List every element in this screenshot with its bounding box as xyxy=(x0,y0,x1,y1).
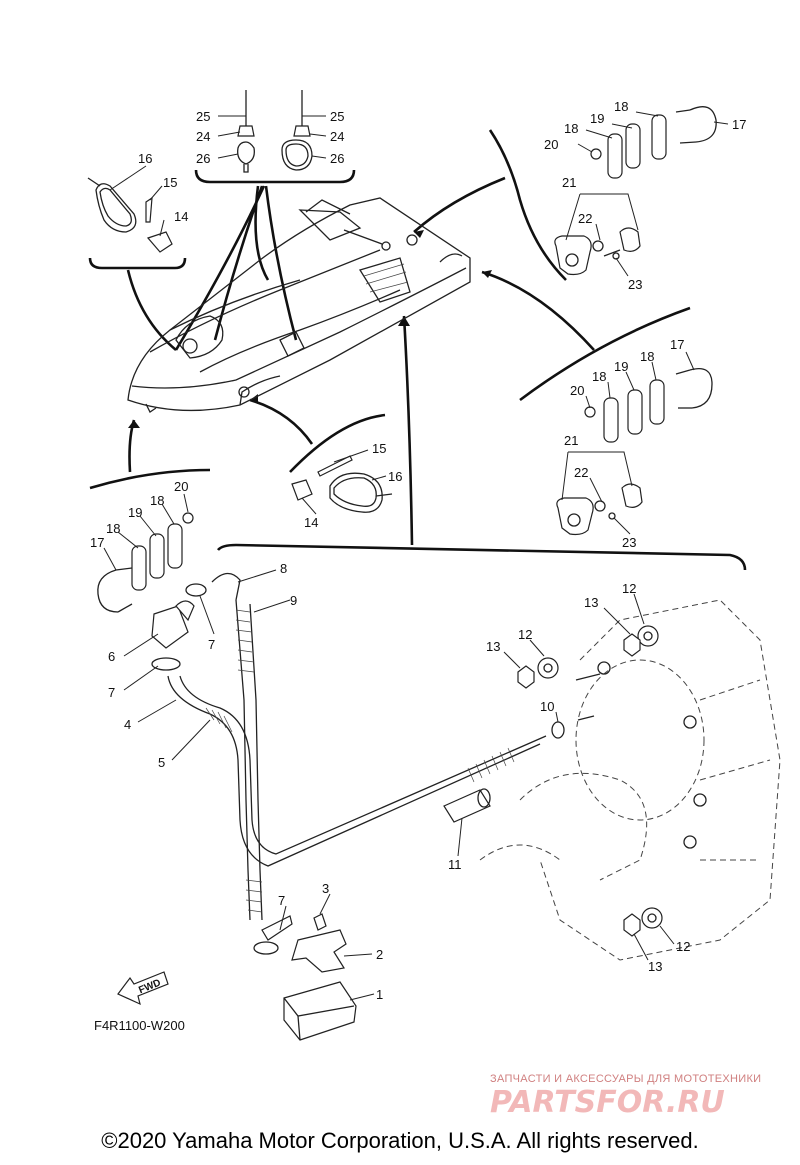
callout-17: 17 xyxy=(670,337,684,352)
callout-15: 15 xyxy=(163,175,177,190)
callout-10: 10 xyxy=(540,699,554,714)
callout-5: 5 xyxy=(158,755,165,770)
mount-cluster-left xyxy=(97,512,194,613)
washers-nuts xyxy=(517,625,663,937)
band-clip-set-middle xyxy=(291,455,393,513)
callout-18: 18 xyxy=(592,369,606,384)
callout-14: 14 xyxy=(304,515,318,530)
leader-lines xyxy=(103,111,729,1001)
callout-17: 17 xyxy=(90,535,104,550)
callout-3: 3 xyxy=(322,881,329,896)
callout-8: 8 xyxy=(280,561,287,576)
callout-15: 15 xyxy=(372,441,386,456)
callout-7: 7 xyxy=(208,637,215,652)
callout-17: 17 xyxy=(732,117,746,132)
watermark-tagline: ЗАПЧАСТИ И АКСЕССУАРЫ ДЛЯ МОТОТЕХНИКИ xyxy=(490,1073,761,1085)
callout-12: 12 xyxy=(676,939,690,954)
callout-21: 21 xyxy=(564,433,578,448)
engine-housing-ghost xyxy=(479,599,781,961)
callout-6: 6 xyxy=(108,649,115,664)
callout-labels: 25 25 24 24 26 26 16 15 14 18 17 19 18 2… xyxy=(90,99,746,1002)
callout-26: 26 xyxy=(196,151,210,166)
callout-20: 20 xyxy=(174,479,188,494)
callout-24: 24 xyxy=(196,129,210,144)
bracket-and-box xyxy=(283,913,357,1041)
callout-12: 12 xyxy=(518,627,532,642)
callout-13: 13 xyxy=(648,959,662,974)
watermark: ЗАПЧАСТИ И АКСЕССУАРЫ ДЛЯ МОТОТЕХНИКИ PA… xyxy=(490,1073,761,1120)
callout-11: 11 xyxy=(448,857,462,872)
callout-18: 18 xyxy=(640,349,654,364)
callout-13: 13 xyxy=(486,639,500,654)
mount-cluster-right-middle xyxy=(556,367,713,536)
callout-14: 14 xyxy=(174,209,188,224)
watercraft-hull xyxy=(127,197,471,413)
callout-4: 4 xyxy=(124,717,131,732)
copyright-notice: ©2020 Yamaha Motor Corporation, U.S.A. A… xyxy=(101,1128,699,1153)
watermark-brand: PARTSFOR.RU xyxy=(490,1085,725,1120)
forward-arrow-icon: FWD xyxy=(117,971,169,1006)
pointer-arrows xyxy=(126,176,595,546)
callout-23: 23 xyxy=(622,535,636,550)
callout-19: 19 xyxy=(590,111,604,126)
callout-24: 24 xyxy=(330,129,344,144)
callout-26: 26 xyxy=(330,151,344,166)
callout-18: 18 xyxy=(564,121,578,136)
cable-tie-set xyxy=(237,90,313,173)
callout-12: 12 xyxy=(622,581,636,596)
callout-18: 18 xyxy=(614,99,628,114)
callout-18: 18 xyxy=(106,521,120,536)
callout-7: 7 xyxy=(108,685,115,700)
callout-22: 22 xyxy=(578,211,592,226)
figure-code: F4R1100-W200 xyxy=(94,1018,185,1033)
callout-2: 2 xyxy=(376,947,383,962)
callout-9: 9 xyxy=(290,593,297,608)
group-brackets xyxy=(88,129,747,571)
callout-16: 16 xyxy=(138,151,152,166)
callout-1: 1 xyxy=(376,987,383,1002)
callout-20: 20 xyxy=(570,383,584,398)
hose-assembly xyxy=(151,572,565,955)
callout-20: 20 xyxy=(544,137,558,152)
callout-16: 16 xyxy=(388,469,402,484)
callout-25: 25 xyxy=(330,109,344,124)
callout-19: 19 xyxy=(128,505,142,520)
callout-25: 25 xyxy=(196,109,210,124)
callout-19: 19 xyxy=(614,359,628,374)
callout-21: 21 xyxy=(562,175,576,190)
fwd-label: FWD xyxy=(137,978,162,997)
callout-18: 18 xyxy=(150,493,164,508)
mount-cluster-top-right xyxy=(554,106,717,276)
callout-22: 22 xyxy=(574,465,588,480)
callout-7: 7 xyxy=(278,893,285,908)
callout-13: 13 xyxy=(584,595,598,610)
callout-23: 23 xyxy=(628,277,642,292)
